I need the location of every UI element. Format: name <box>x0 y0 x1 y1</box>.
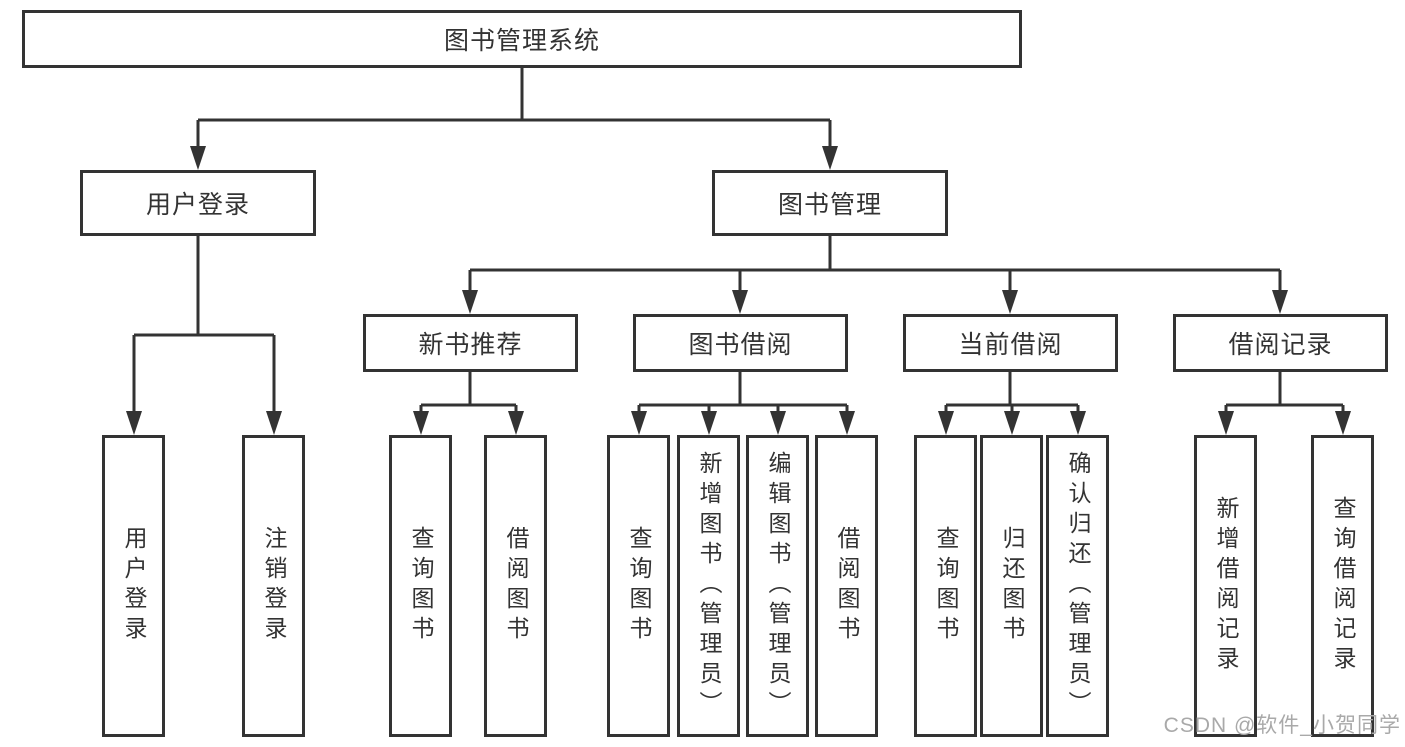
node-new-book-recommend-label: 新书推荐 <box>418 331 523 359</box>
node-book-management-module-label: 图书管理 <box>777 191 882 219</box>
node-book-borrow-label: 图书借阅 <box>688 331 793 359</box>
leaf-add-borrow-record-label: 新增借阅记录 <box>1213 496 1239 676</box>
connector-new-book-recommend <box>413 372 524 435</box>
leaf-borrow-books: 借阅图书 <box>815 435 878 737</box>
node-book-borrow: 图书借阅 <box>633 314 848 372</box>
leaf-query-books-current: 查询图书 <box>914 435 977 737</box>
node-borrow-records: 借阅记录 <box>1173 314 1388 372</box>
leaf-borrow-books-recommend-label: 借阅图书 <box>503 526 529 646</box>
leaf-logout-label: 注销登录 <box>261 526 287 646</box>
node-current-borrow: 当前借阅 <box>903 314 1118 372</box>
leaf-add-book-admin-label: 新增图书（管理员） <box>696 451 722 721</box>
node-borrow-records-label: 借阅记录 <box>1228 331 1333 359</box>
leaf-confirm-return-admin: 确认归还（管理员） <box>1046 435 1109 737</box>
leaf-borrow-books-recommend: 借阅图书 <box>484 435 547 737</box>
leaf-query-books-borrow-label: 查询图书 <box>626 526 652 646</box>
node-user-login-module: 用户登录 <box>80 170 316 236</box>
leaf-query-books-borrow: 查询图书 <box>607 435 670 737</box>
leaf-borrow-books-label: 借阅图书 <box>834 526 860 646</box>
connector-book-borrow <box>631 372 855 435</box>
leaf-edit-book-admin-label: 编辑图书（管理员） <box>765 451 791 721</box>
leaf-query-books-current-label: 查询图书 <box>933 526 959 646</box>
connector-book-management-to-level2 <box>462 236 1288 314</box>
leaf-logout: 注销登录 <box>242 435 305 737</box>
leaf-return-books: 归还图书 <box>980 435 1043 737</box>
leaf-confirm-return-admin-label: 确认归还（管理员） <box>1065 451 1091 721</box>
node-system-root-label: 图书管理系统 <box>443 27 600 55</box>
leaf-query-borrow-record-label: 查询借阅记录 <box>1330 496 1356 676</box>
node-current-borrow-label: 当前借阅 <box>958 331 1063 359</box>
node-new-book-recommend: 新书推荐 <box>363 314 578 372</box>
leaf-user-login-label: 用户登录 <box>121 526 147 646</box>
node-book-management-module: 图书管理 <box>712 170 948 236</box>
connector-current-borrow <box>938 372 1086 435</box>
leaf-edit-book-admin: 编辑图书（管理员） <box>746 435 809 737</box>
connector-root-to-level1 <box>190 68 838 170</box>
csdn-watermark: CSDN @软件_小贺同学 <box>1163 714 1401 737</box>
leaf-user-login: 用户登录 <box>102 435 165 737</box>
connector-borrow-records <box>1218 372 1351 435</box>
leaf-query-books-recommend: 查询图书 <box>389 435 452 737</box>
leaf-query-books-recommend-label: 查询图书 <box>408 526 434 646</box>
leaf-return-books-label: 归还图书 <box>999 526 1025 646</box>
leaf-query-borrow-record: 查询借阅记录 <box>1311 435 1374 737</box>
node-user-login-module-label: 用户登录 <box>145 191 250 219</box>
leaf-add-book-admin: 新增图书（管理员） <box>677 435 740 737</box>
node-system-root: 图书管理系统 <box>22 10 1022 68</box>
leaf-add-borrow-record: 新增借阅记录 <box>1194 435 1257 737</box>
connector-user-login-to-leaves <box>126 236 282 435</box>
